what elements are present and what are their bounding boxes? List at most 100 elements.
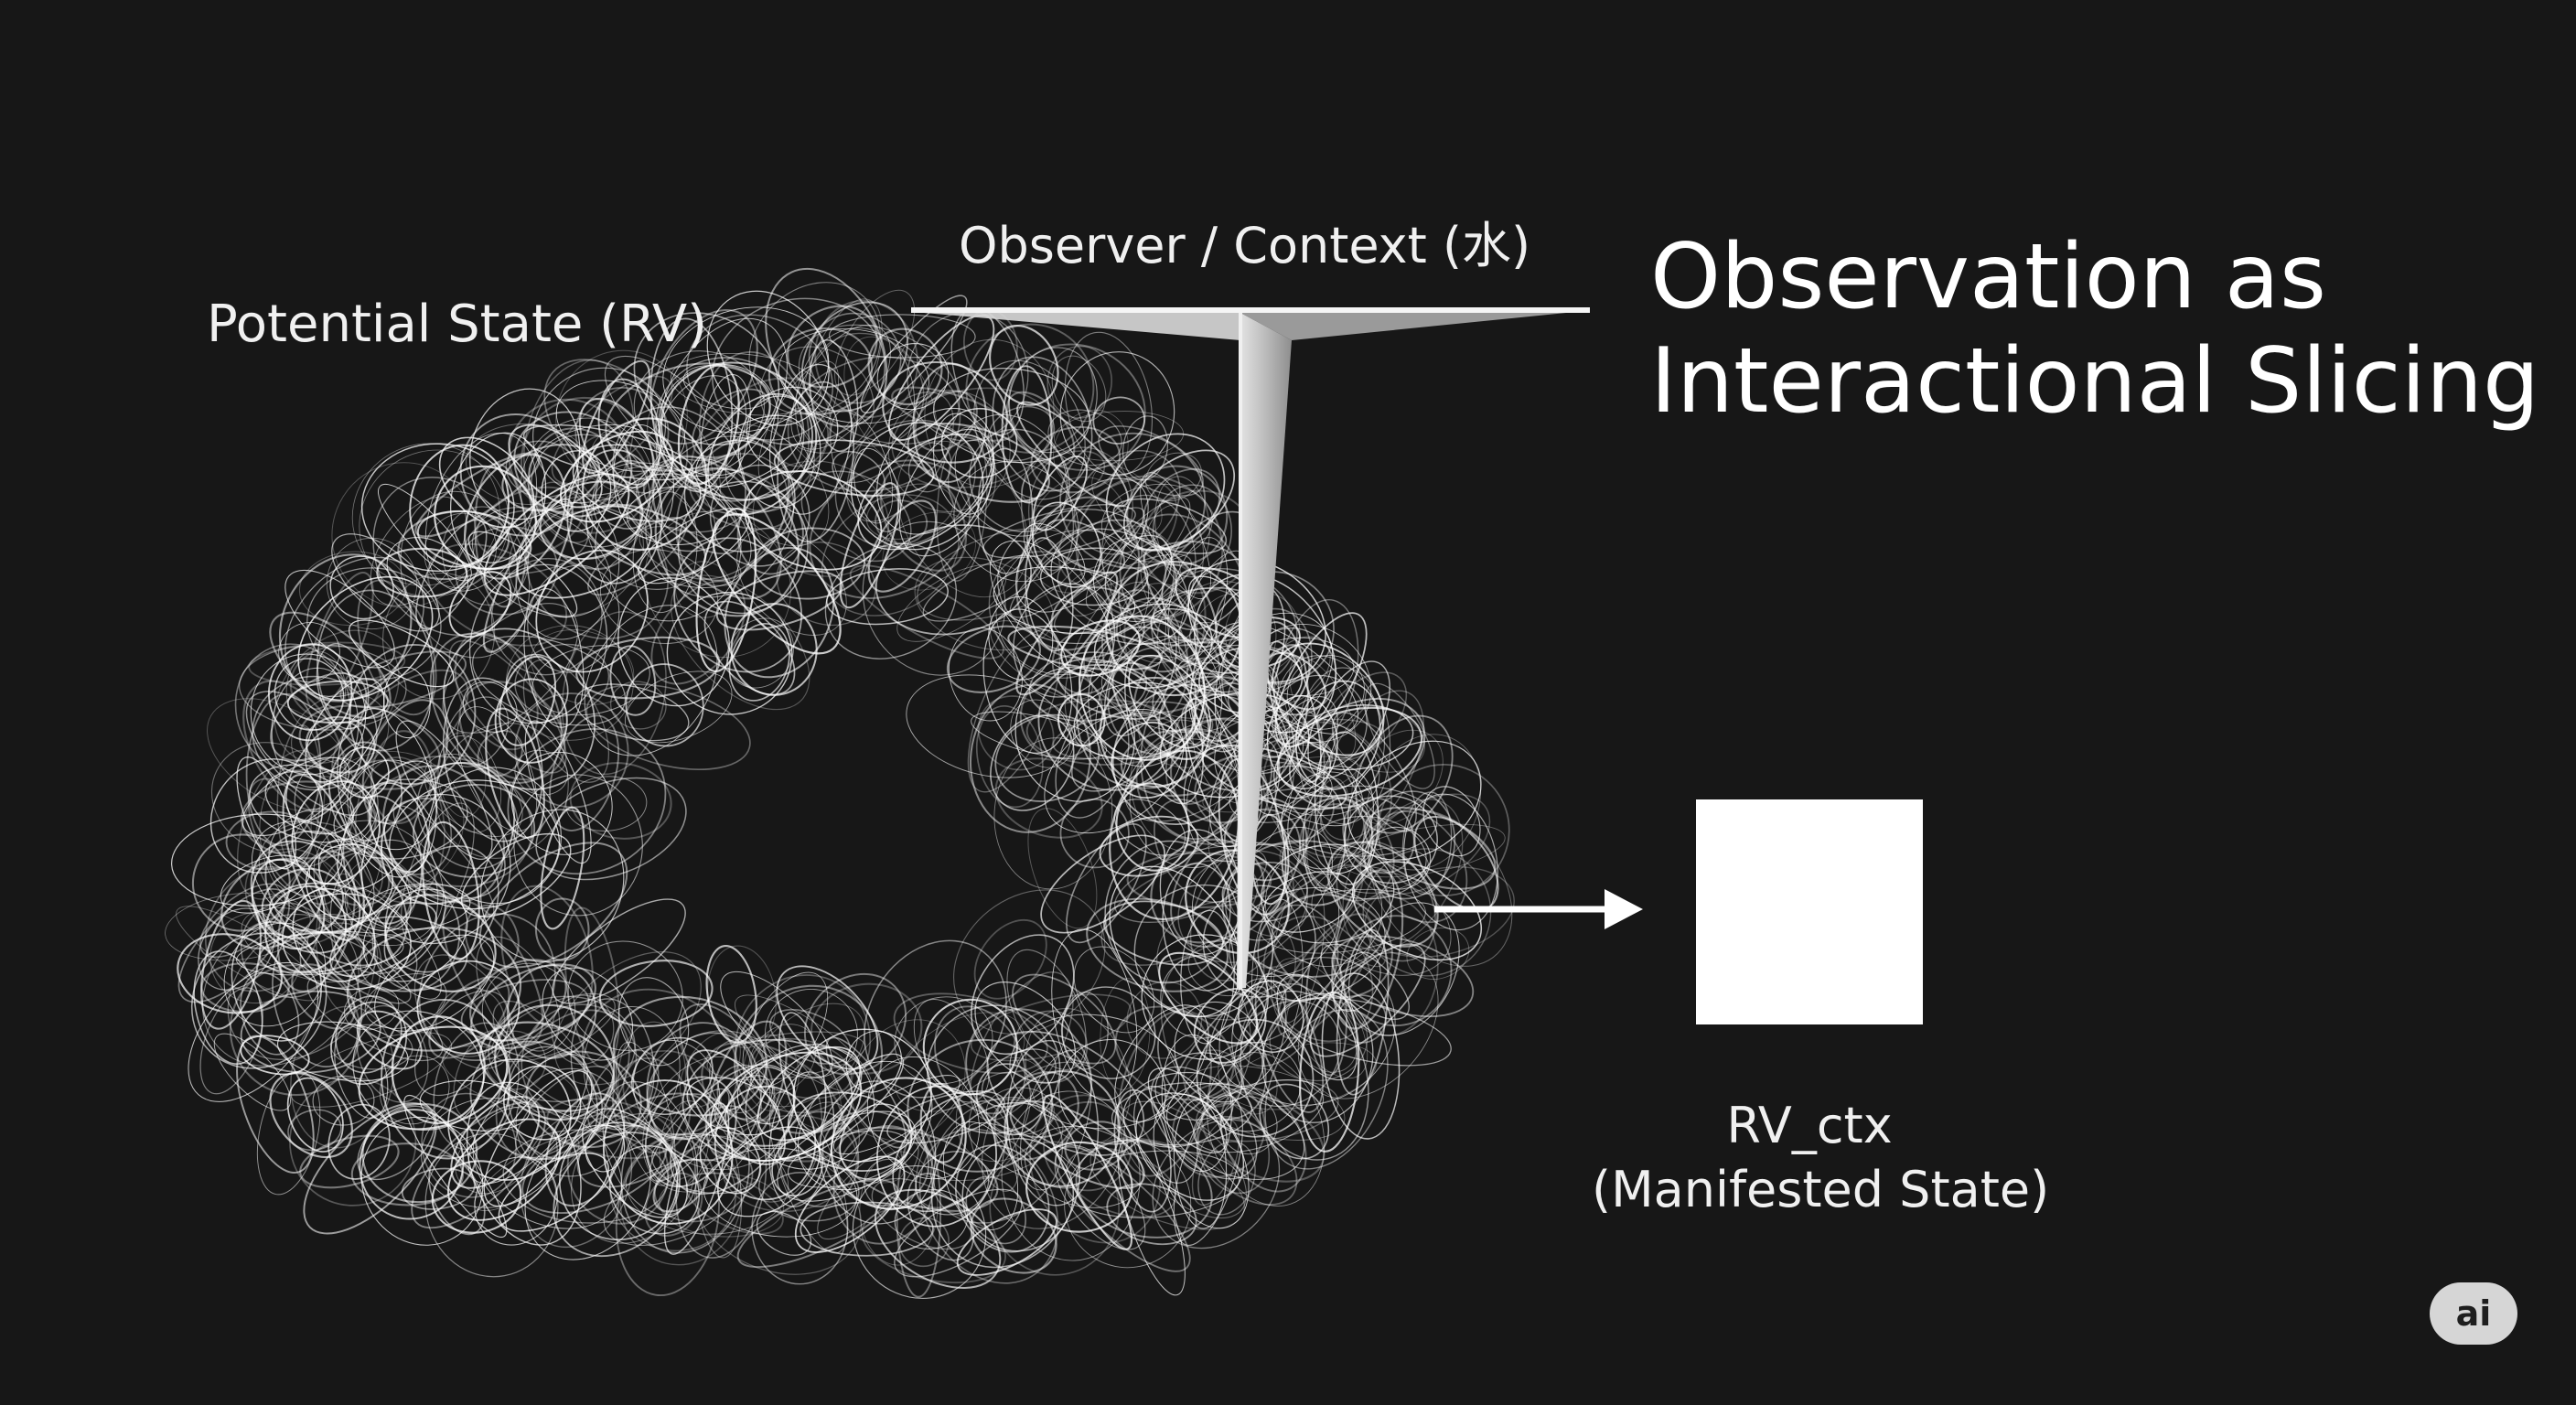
scribble-loop (270, 671, 368, 762)
scribble-loop (298, 551, 407, 627)
scribble-loop (329, 1024, 413, 1070)
scribble-loop (350, 1142, 465, 1207)
scribble-loop (507, 1046, 598, 1160)
scribble-loop (662, 306, 830, 434)
scribble-loop (936, 426, 988, 582)
scribble-loop (882, 511, 976, 591)
scribble-loop (581, 988, 739, 1136)
scribble-loop (367, 756, 533, 887)
scribble-loop (1406, 928, 1470, 980)
scribble-loop (572, 444, 702, 522)
scribble-loop (236, 756, 297, 870)
scribble-loop (709, 464, 810, 567)
scribble-loop (686, 314, 833, 441)
scribble-loop (267, 643, 353, 742)
scribble-loop (379, 1055, 450, 1125)
scribble-loop (712, 513, 842, 655)
scribble-loop (801, 301, 908, 413)
scribble-loop (875, 524, 1033, 636)
scribble-loop (1281, 797, 1374, 906)
scribble-loop (190, 932, 327, 1069)
ai-badge: ai (2430, 1282, 2517, 1345)
scribble-loop (565, 776, 648, 831)
scribble-loop (1336, 928, 1390, 1096)
scribble-loop (1123, 563, 1207, 688)
scribble-loop (381, 998, 511, 1160)
scribble-loop (946, 625, 1041, 693)
scribble-loop (769, 1009, 851, 1065)
scribble-loop (455, 525, 559, 616)
scribble-loop (981, 1061, 1125, 1229)
scribble-loop (364, 973, 447, 1029)
scribble-loop (508, 424, 603, 509)
scribble-loop (720, 971, 833, 1078)
scribble-loop (383, 666, 431, 739)
scribble-loop (871, 1177, 972, 1250)
scribble-loop (447, 1118, 562, 1221)
scribble-loop (765, 988, 858, 1079)
scribble-loop (970, 1197, 1057, 1274)
scribble-loop (1240, 990, 1369, 1161)
scribble-loop (1266, 695, 1338, 789)
scribble-loop (1109, 865, 1241, 1018)
scribble-loop (414, 990, 510, 1097)
scribble-loop (1101, 525, 1181, 604)
scribble-loop (1218, 757, 1287, 916)
scribble-loop (474, 1136, 580, 1212)
scribble-loop (583, 1006, 681, 1127)
scribble-loop (1057, 658, 1166, 720)
scribble-loop (918, 1128, 1059, 1284)
scribble-loop (906, 674, 1071, 778)
scribble-loop (467, 1053, 588, 1185)
scribble-loop (845, 1030, 902, 1093)
scribble-loop (384, 894, 497, 992)
scribble-loop (240, 780, 377, 860)
scribble-loop (1359, 793, 1491, 896)
scribble-loop (317, 589, 435, 752)
scribble-loop (1027, 446, 1133, 571)
scribble-loop (638, 508, 750, 585)
scribble-loop (299, 922, 379, 989)
scribble-loop (1107, 646, 1208, 756)
scribble-loop (1363, 806, 1497, 890)
scribble-loop (1309, 943, 1426, 1057)
scribble-loop (1311, 865, 1452, 976)
scribble-loop (337, 760, 436, 890)
scribble-loop (191, 833, 291, 932)
scribble-loop (1095, 636, 1222, 789)
scribble-loop (282, 773, 365, 941)
arrow-to-manifested (1434, 889, 1643, 929)
scribble-loop (602, 1080, 698, 1216)
scribble-loop (989, 325, 1059, 406)
scribble-loop (1100, 978, 1151, 1090)
scribble-loop (1229, 766, 1333, 823)
scribble-loop (370, 496, 467, 606)
scribble-loop (520, 396, 656, 534)
scribble-loop (777, 381, 854, 543)
scribble-loop (800, 470, 912, 563)
scribble-loop (316, 643, 370, 730)
scribble-loop (360, 793, 511, 945)
scribble-loop (1351, 861, 1483, 961)
scribble-loop (642, 473, 742, 555)
scribble-loop (826, 568, 949, 626)
scribble-loop (1219, 713, 1364, 827)
scribble-loop (965, 1008, 1093, 1139)
scribble-loop (1342, 799, 1464, 951)
scribble-loop (1218, 978, 1286, 1088)
scribble-loop (1106, 1183, 1197, 1246)
scribble-loop (894, 996, 993, 1085)
scribble-loop (1004, 1070, 1121, 1187)
scribble-loop (768, 1071, 835, 1207)
scribble-loop (460, 979, 590, 1042)
scribble-loop (1053, 411, 1185, 462)
scribble-loop (1100, 483, 1213, 563)
scribble-loop (524, 720, 592, 864)
scribble-loop (985, 1087, 1055, 1135)
scribble-loop (1104, 840, 1231, 984)
scribble-loop (278, 622, 340, 683)
scribble-loop (1154, 1052, 1243, 1121)
scribble-loop (642, 1056, 762, 1193)
scribble-loop (767, 327, 874, 416)
